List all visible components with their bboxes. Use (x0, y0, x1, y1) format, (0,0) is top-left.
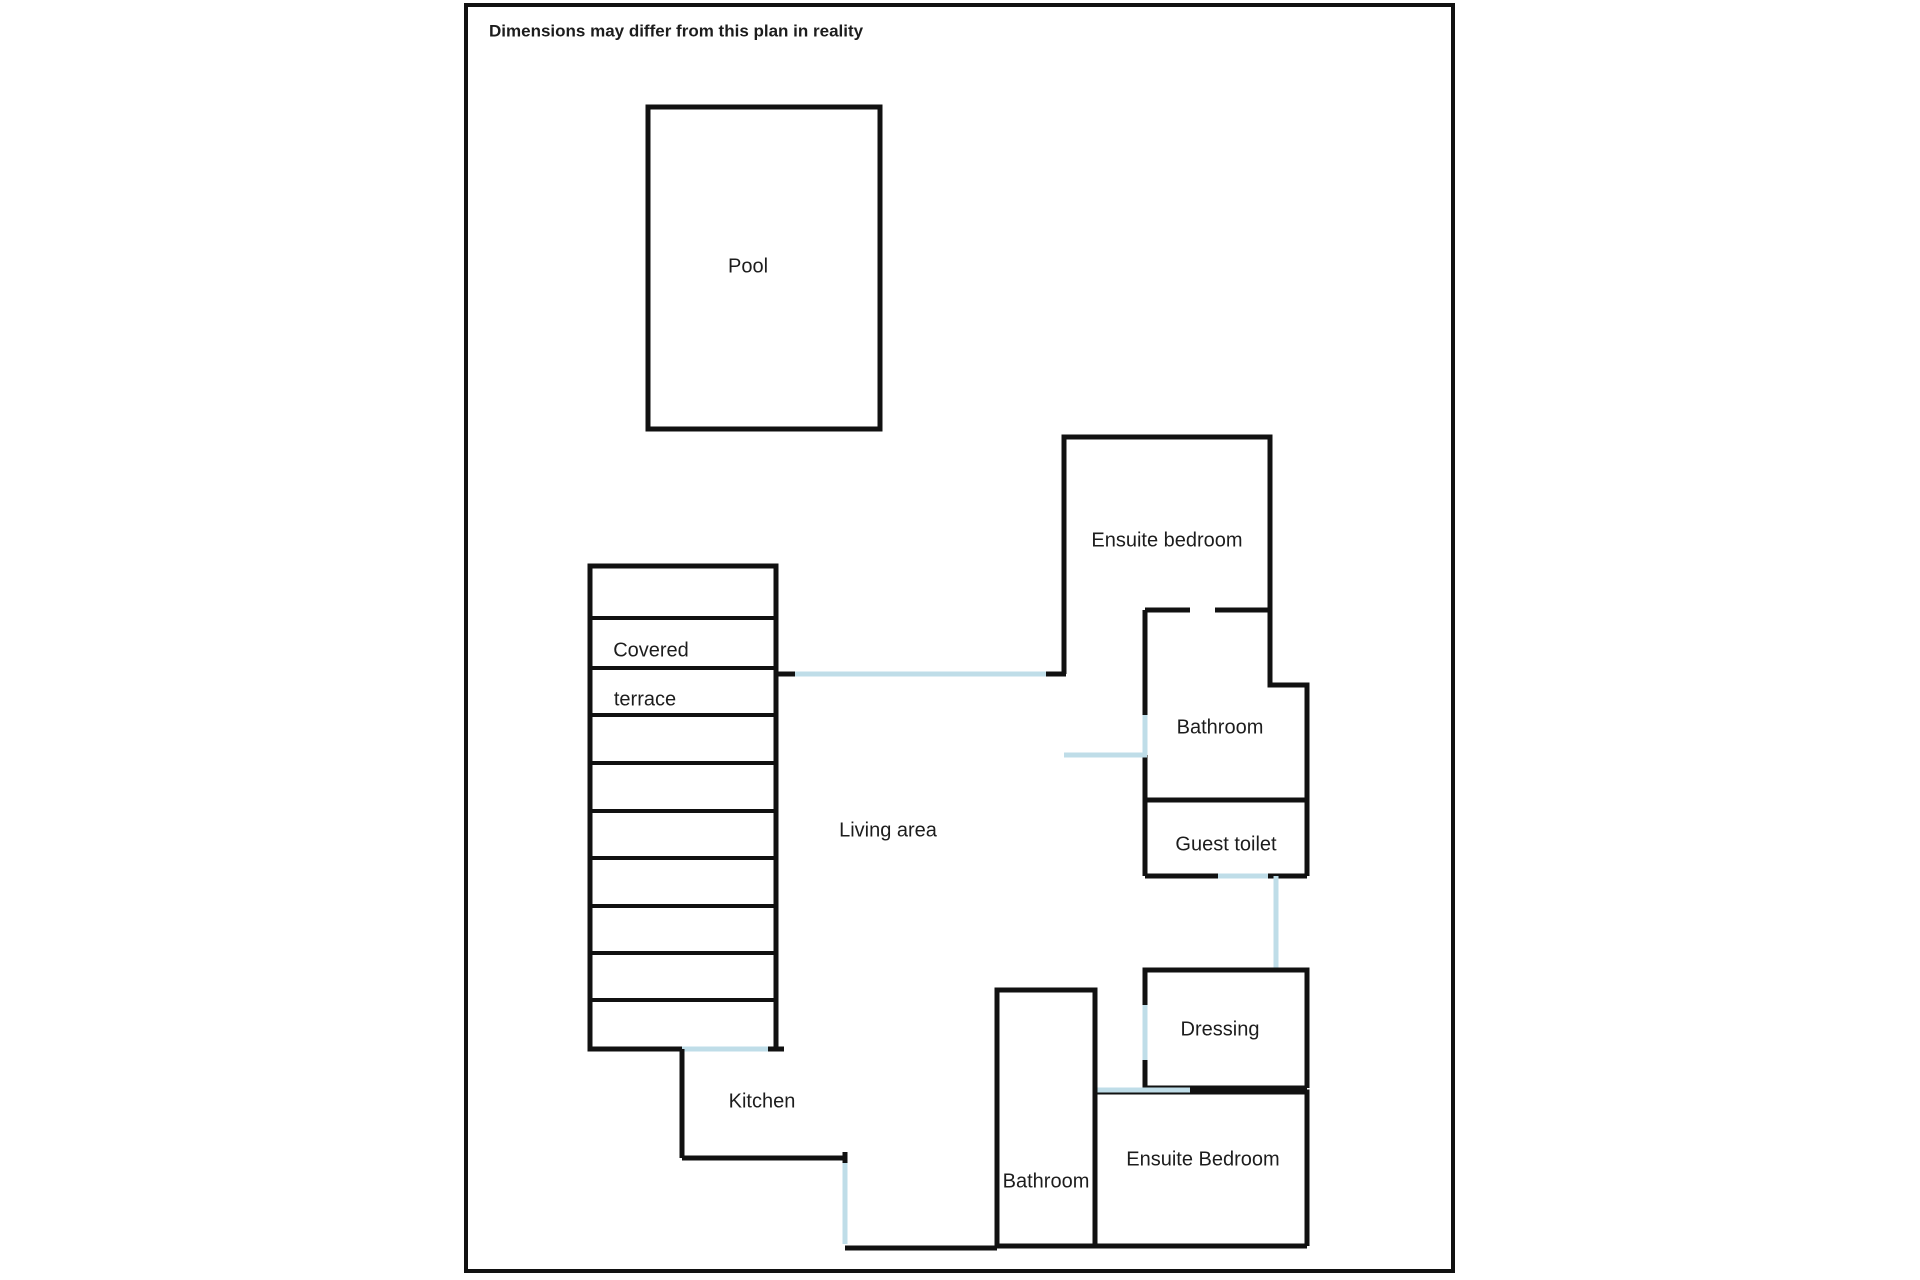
bathroom-bottom-label: Bathroom (1003, 1170, 1090, 1192)
sheet-border (464, 3, 1455, 1273)
ensuite-bedroom-bottom-label: Ensuite Bedroom (1126, 1148, 1279, 1170)
ensuite-bedroom-top-outline (1061, 434, 1273, 674)
bathroom-top-wall-right (1267, 610, 1310, 800)
disclaimer-text: Dimensions may differ from this plan in … (489, 21, 864, 40)
pool-outline (645, 104, 883, 432)
bathroom-top-label: Bathroom (1177, 716, 1264, 738)
kitchen-label: Kitchen (729, 1090, 796, 1112)
ensuite-bedroom-top-label: Ensuite bedroom (1091, 529, 1242, 551)
covered-terrace-label-line1: Covered (613, 639, 689, 661)
living-area-label: Living area (839, 819, 938, 841)
pool-label: Pool (728, 255, 768, 277)
dressing-label: Dressing (1181, 1018, 1260, 1040)
guest-toilet-label: Guest toilet (1175, 833, 1277, 855)
covered-terrace-label-line2: terrace (614, 688, 676, 710)
bathroom-bottom-outline (994, 987, 1098, 1246)
